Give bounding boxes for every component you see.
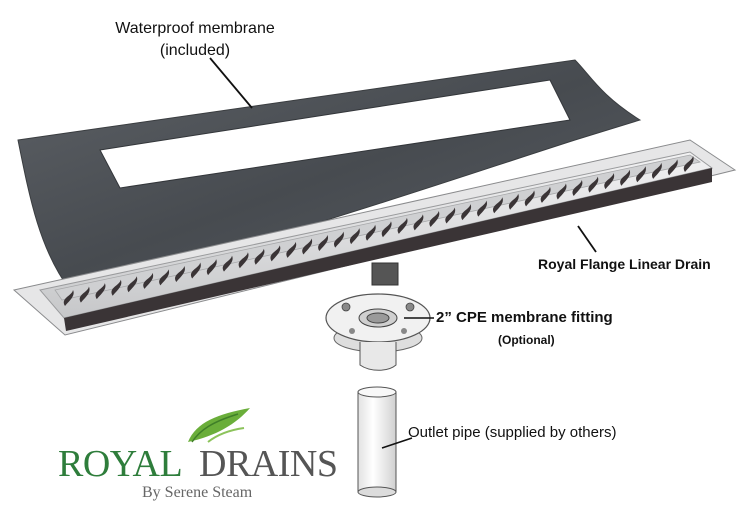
grate-slot: [413, 214, 424, 231]
grate-slot: [270, 245, 281, 262]
leaf-icon: [188, 408, 250, 443]
membrane-label-line2: (included): [159, 42, 231, 59]
cpe-membrane-fitting: [325, 293, 431, 371]
grate-slot: [127, 276, 138, 293]
grate-slot: [651, 162, 662, 179]
grate-slot: [524, 190, 535, 207]
drain-label: Royal Flange Linear Drain: [538, 256, 711, 272]
grate-slot: [508, 193, 519, 210]
grate-slot: [238, 252, 249, 269]
grate-slot: [683, 156, 694, 172]
linear-drain: [12, 139, 737, 336]
grate-slot: [318, 235, 329, 252]
grate-slot: [397, 217, 408, 234]
fitting-label: 2” CPE membrane fitting: [436, 309, 613, 326]
royal-drains-logo: ROYAL DRAINS By Serene Steam: [58, 404, 358, 504]
grate-slot: [493, 197, 503, 214]
grate-slot: [349, 228, 360, 245]
fitting-optional-note: (Optional): [498, 333, 555, 347]
grate-slot: [667, 159, 678, 176]
membrane-label: Waterproof membrane (included): [60, 18, 330, 62]
grate-slot: [175, 265, 185, 282]
grate-slot: [540, 186, 551, 203]
grate-slot: [222, 255, 233, 272]
grate-slot: [477, 200, 487, 217]
grate-slot: [334, 231, 344, 248]
grate-slot: [572, 180, 583, 197]
logo-royal-text: ROYAL: [58, 443, 183, 485]
outlet-label: Outlet pipe (supplied by others): [408, 424, 617, 441]
membrane-leader-line: [209, 57, 253, 109]
grate-slot: [620, 169, 631, 186]
grate-slot: [254, 248, 265, 265]
outlet-leader-line: [381, 437, 413, 449]
waterproof-membrane: [17, 59, 642, 291]
outlet-pipe: [357, 386, 397, 498]
grate-pattern: [63, 156, 694, 306]
grate-slot: [604, 173, 615, 190]
grate-slot: [63, 290, 74, 306]
grate-slot: [636, 166, 646, 183]
grate-slot: [588, 176, 599, 193]
membrane-label-line1: Waterproof membrane: [115, 20, 275, 37]
grate-slot: [381, 221, 392, 238]
drain-leader-line: [577, 225, 597, 253]
grate-slot: [143, 272, 154, 289]
grate-slot: [556, 183, 567, 200]
grate-slot: [429, 210, 440, 227]
grate-slot: [159, 269, 170, 286]
grate-slot: [111, 279, 122, 296]
logo-drains-text: DRAINS: [199, 443, 338, 485]
grate-slot: [95, 283, 106, 300]
grate-slot: [302, 238, 313, 255]
grate-slot: [190, 262, 201, 279]
grate-slot: [461, 204, 472, 221]
grate-slot: [365, 224, 376, 241]
grate-slot: [206, 259, 217, 276]
grate-slot: [79, 286, 90, 303]
logo-tagline: By Serene Steam: [142, 484, 253, 501]
grate-slot: [445, 207, 456, 224]
drain-outlet-stub: [371, 262, 399, 286]
grate-slot: [286, 241, 297, 258]
